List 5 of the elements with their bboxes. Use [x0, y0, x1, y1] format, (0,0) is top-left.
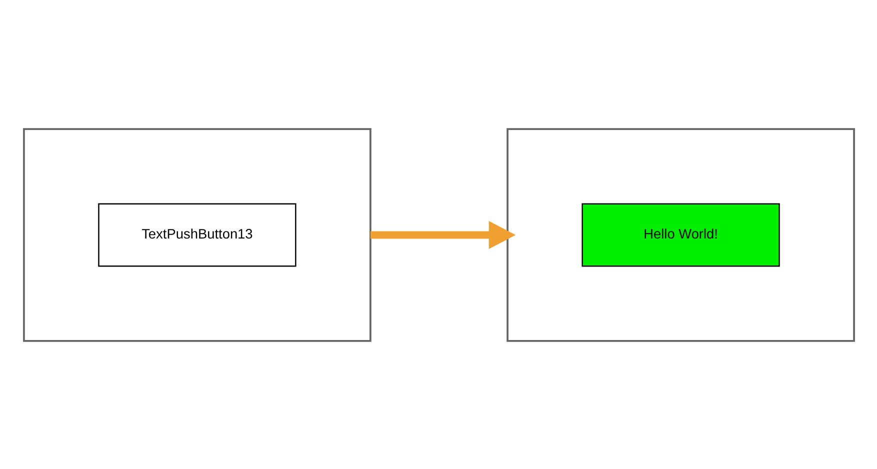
node-box: Hello World!	[581, 202, 780, 266]
arrow	[370, 220, 516, 249]
node-box: TextPushButton13	[98, 202, 296, 266]
cluster	[22, 128, 371, 342]
cluster	[506, 128, 854, 342]
